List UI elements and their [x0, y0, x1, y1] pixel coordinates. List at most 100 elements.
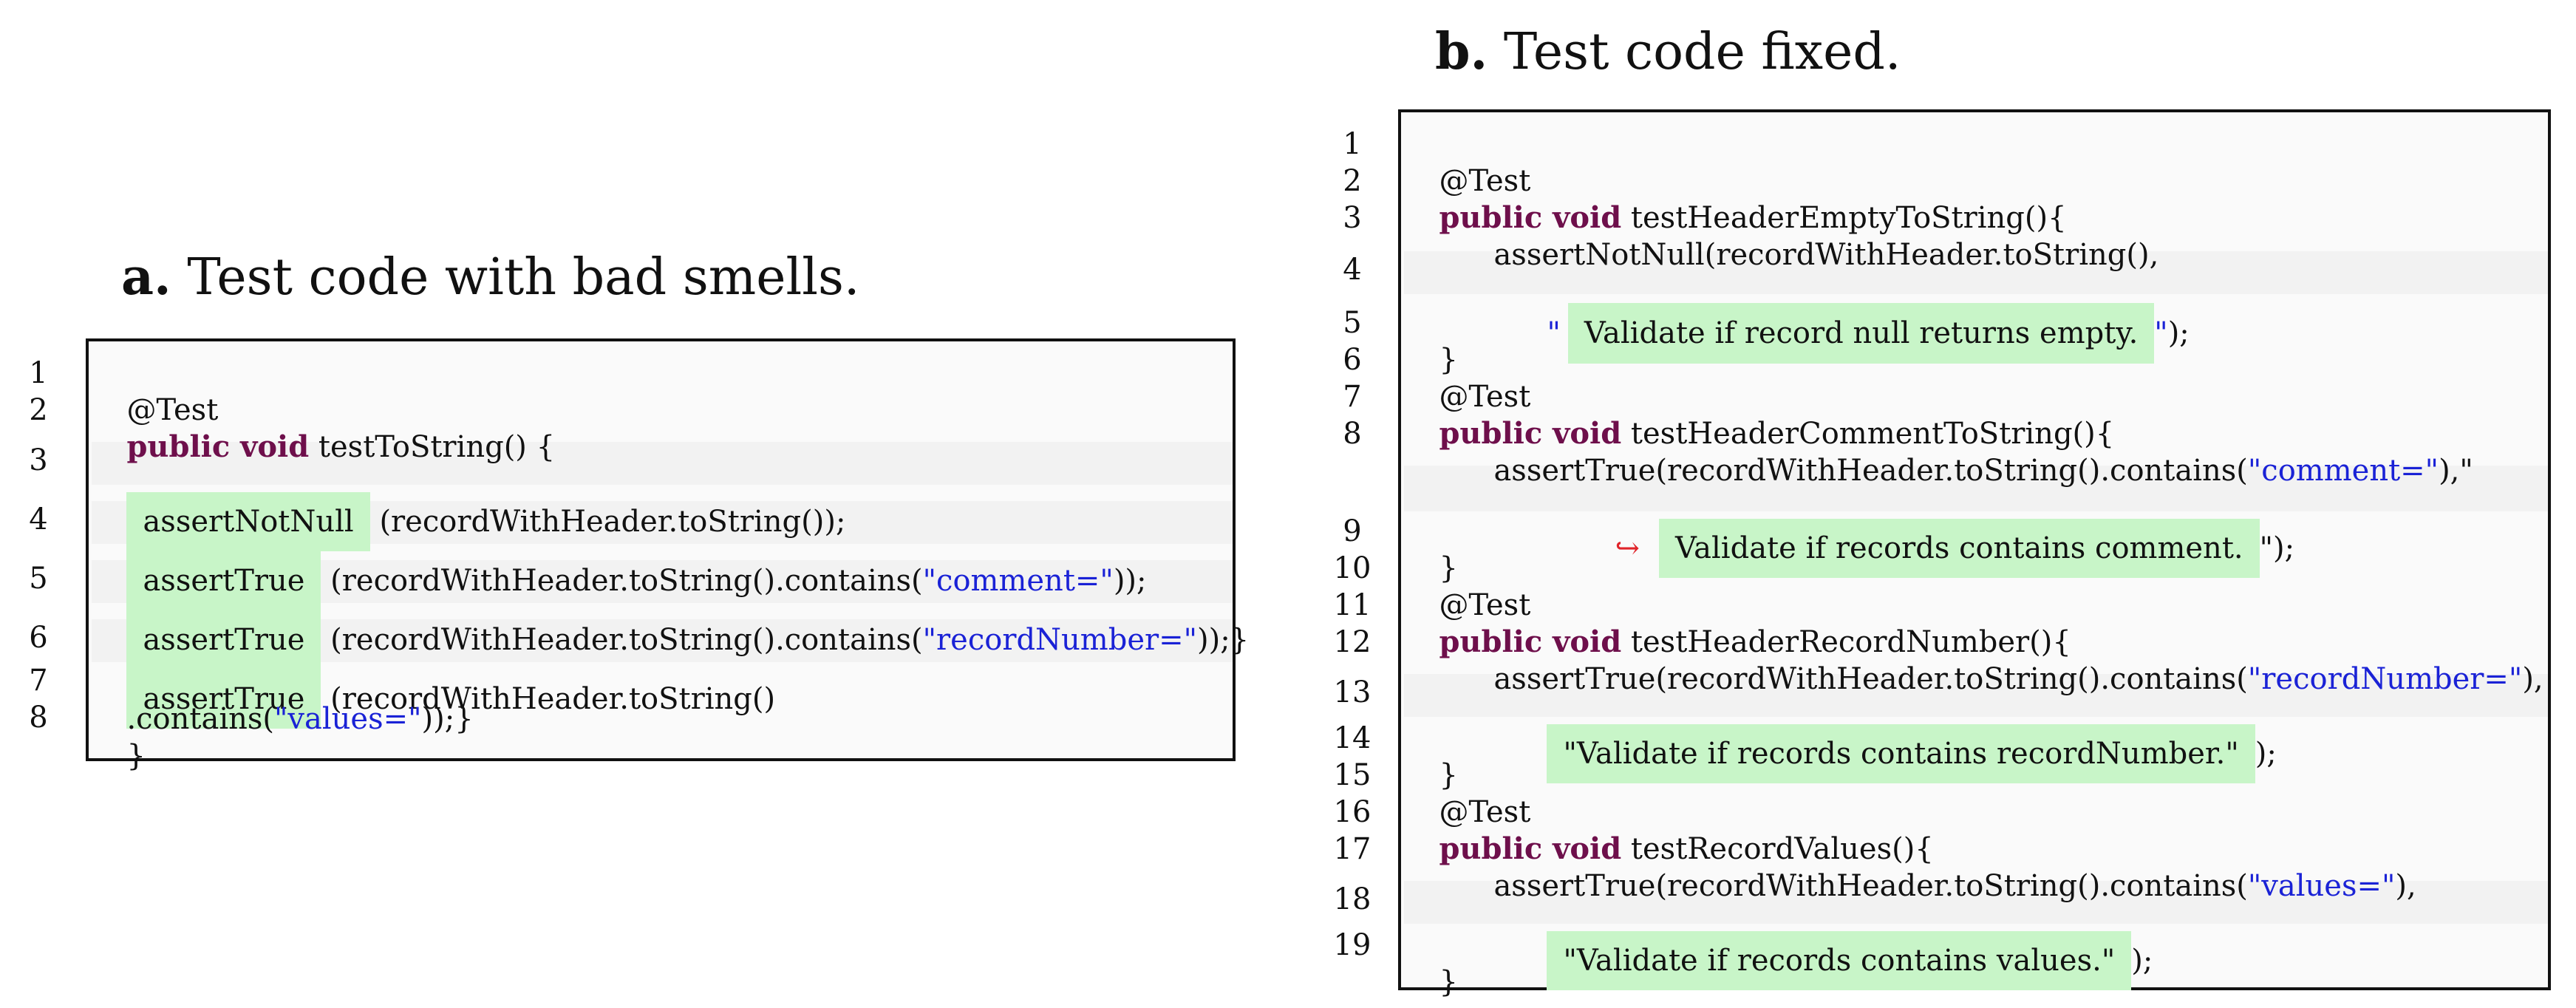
annotation-text: @Test	[1439, 795, 1531, 829]
code-line: assertTrue (recordWithHeader.toString().…	[108, 492, 1147, 610]
code-line: assertTrue(recordWithHeader.toString().c…	[1475, 831, 2416, 903]
panel-b-line-number: 8	[1343, 417, 1362, 451]
panel-b-line-number: 10	[1333, 551, 1372, 585]
code-line: public void testToString() {	[108, 392, 555, 464]
code-line: assertTrue (recordWithHeader.toString()	[108, 610, 775, 729]
panel-a-band-line-3	[92, 442, 1233, 485]
annotation-text: @Test	[1439, 588, 1531, 622]
string-literal: "comment="	[2247, 454, 2439, 488]
code-punctuation: ));}	[1197, 623, 1250, 657]
highlighted-assertion: assertTrue	[126, 670, 321, 729]
code-line: "Validate if record null returns empty."…	[1528, 242, 2190, 364]
keyword: public void	[1439, 624, 1622, 659]
panel-b-line-number: 19	[1333, 928, 1372, 962]
code-line: }	[1420, 927, 1457, 999]
code-line: "Validate if records contains values.");	[1528, 872, 2153, 990]
closing-brace: }	[1439, 551, 1458, 585]
code-line: }	[1420, 513, 1457, 585]
code-line: assertTrue(recordWithHeader.toString().c…	[1475, 624, 2543, 696]
code-line: "Validate if records contains recordNumb…	[1528, 665, 2277, 783]
assertion-args: (recordWithHeader.toString()	[330, 682, 776, 716]
code-punctuation: ));}	[421, 702, 474, 736]
panel-b-line-number: 2	[1343, 164, 1362, 198]
code-line: }	[1420, 720, 1457, 792]
closing-brace: }	[1439, 343, 1458, 377]
code-line: public void testHeaderCommentToString(){	[1420, 378, 2114, 451]
string-literal: "recordNumber="	[922, 623, 1198, 657]
code-line: public void testRecordValues(){	[1420, 794, 1933, 866]
assertion-call: assertNotNull(recordWithHeader.toString(…	[1493, 238, 2159, 272]
assertion-message-highlight: "Validate if records contains values."	[1547, 931, 2132, 990]
code-punctuation: ));	[1113, 564, 1147, 598]
code-line: @Test	[1420, 341, 1530, 414]
code-line: .contains("values="));}	[108, 664, 473, 736]
annotation-text: @Test	[1439, 380, 1531, 414]
assertion-args: (recordWithHeader.toString().contains(	[330, 623, 923, 657]
string-literal: "values="	[274, 702, 422, 736]
panel-b-caption-text: Test code fixed.	[1503, 23, 1901, 81]
method-signature: testHeaderEmptyToString(){	[1621, 201, 2067, 235]
panel-b-caption-letter: b.	[1435, 22, 1488, 81]
panel-b-band-line-8-cont	[1404, 466, 2548, 511]
panel-b-band-line-4	[1404, 251, 2548, 294]
keyword: public void	[1439, 200, 1622, 235]
code-line: }	[1420, 304, 1457, 377]
highlighted-assertion: assertTrue	[126, 610, 321, 670]
assertion-call: assertTrue(recordWithHeader.toString().c…	[1493, 662, 2248, 696]
code-punctuation: );	[2131, 944, 2153, 978]
code-line: @Test	[1420, 757, 1530, 829]
panel-a-caption-text: Test code with bad smells.	[187, 248, 860, 307]
string-quote: "	[1547, 316, 1561, 350]
code-line: assertTrue (recordWithHeader.toString().…	[108, 551, 1249, 670]
closing-brace: }	[126, 739, 146, 773]
assertion-message-highlight: Validate if record null returns empty.	[1567, 303, 2155, 364]
code-line: public void testHeaderRecordNumber(){	[1420, 587, 2071, 659]
highlighted-assertion: assertNotNull	[126, 492, 370, 551]
panel-b-line-number: 16	[1333, 795, 1372, 829]
panel-b-line-number: 18	[1333, 882, 1372, 916]
panel-b-line-number: 14	[1333, 721, 1372, 755]
method-signature: testHeaderCommentToString(){	[1621, 417, 2115, 451]
method-signature: testHeaderRecordNumber(){	[1621, 625, 2071, 659]
code-punctuation: );	[2167, 316, 2190, 350]
assertion-message-highlight: Validate if records contains comment.	[1658, 519, 2260, 578]
code-line: assertNotNull(recordWithHeader.toString(…	[1475, 200, 2158, 272]
string-quote: "	[2154, 316, 2168, 350]
panel-b-band-line-18	[1404, 881, 2548, 924]
panel-b-line-number: 17	[1333, 832, 1372, 866]
highlighted-assertion: assertTrue	[126, 551, 321, 610]
panel-b-line-number: 12	[1333, 625, 1372, 659]
assertion-args: (recordWithHeader.toString().contains(	[330, 564, 923, 598]
panel-a-line-number: 3	[29, 443, 48, 477]
panel-b-line-number: 6	[1343, 343, 1362, 377]
panel-a-caption-letter: a.	[121, 248, 171, 307]
panel-a-line-number: 5	[29, 562, 48, 596]
method-signature: testToString() {	[309, 430, 556, 464]
code-line: public void testHeaderEmptyToString(){	[1420, 163, 2066, 235]
panel-b-line-number: 7	[1343, 380, 1362, 414]
panel-b-band-line-13	[1404, 674, 2548, 717]
panel-b-line-number: 4	[1343, 253, 1362, 287]
code-line: @Test	[108, 355, 218, 427]
panel-a-line-number: 2	[29, 393, 48, 427]
code-punctuation: ),	[2395, 869, 2416, 903]
assertion-call: assertTrue(recordWithHeader.toString().c…	[1493, 869, 2248, 903]
string-literal: "values="	[2247, 869, 2396, 903]
panel-b-line-number: 15	[1333, 758, 1372, 792]
panel-a-caption: a. Test code with bad smells.	[121, 248, 859, 307]
keyword: public void	[1439, 416, 1622, 451]
code-line: @Test	[1420, 126, 1530, 198]
string-literal: "comment="	[922, 564, 1114, 598]
closing-brace: }	[1439, 758, 1458, 792]
panel-a-line-number: 4	[29, 503, 48, 537]
code-punctuation: ");	[2259, 531, 2295, 565]
code-punctuation: ),"	[2439, 454, 2473, 488]
panel-b-line-number: 9	[1343, 514, 1362, 548]
assertion-call: assertTrue(recordWithHeader.toString().c…	[1493, 454, 2248, 488]
panel-b-line-number: 1	[1343, 127, 1362, 161]
code-line: assertNotNull (recordWithHeader.toString…	[108, 433, 845, 551]
code-line: assertTrue(recordWithHeader.toString().c…	[1475, 415, 2473, 488]
panel-a-line-number: 7	[29, 664, 48, 698]
panel-b-line-number: 13	[1333, 675, 1372, 709]
panel-b-caption: b. Test code fixed.	[1435, 22, 1901, 81]
